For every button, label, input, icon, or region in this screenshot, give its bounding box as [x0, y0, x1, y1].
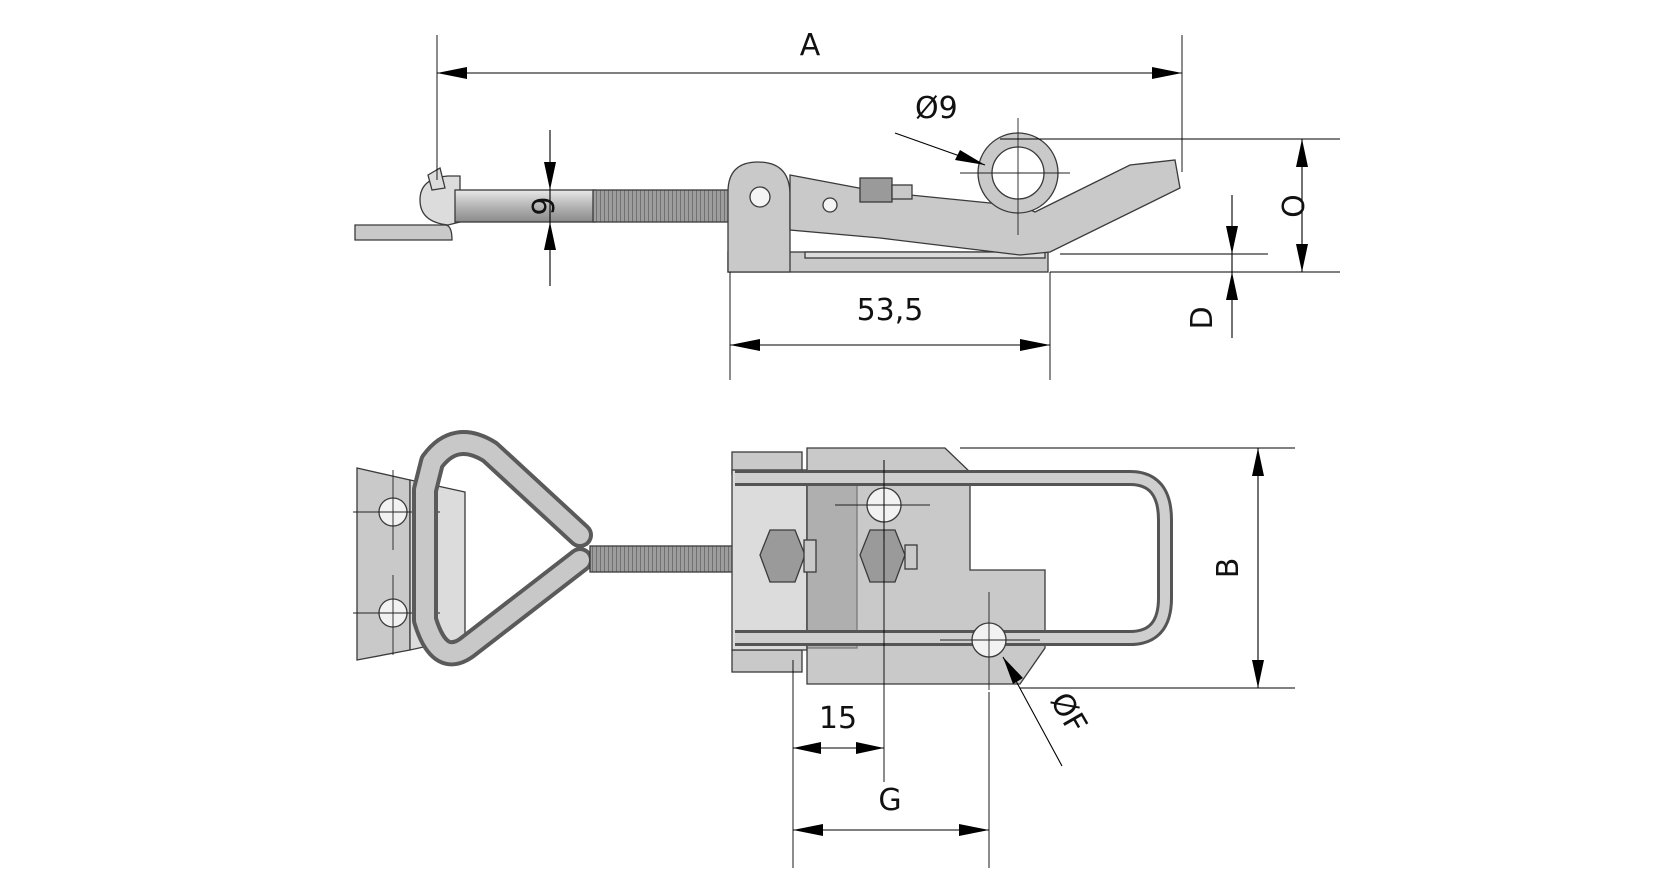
dim-label-d: D — [1185, 306, 1220, 329]
ear-bottom-left — [731, 649, 803, 673]
dim-label-a: A — [800, 28, 821, 63]
dim-label-o: O — [1274, 194, 1309, 218]
nut-2-washer — [904, 544, 918, 570]
dim-label-g: G — [878, 783, 901, 818]
nut-2 — [859, 529, 906, 583]
dim-label-15: 15 — [819, 701, 857, 736]
threaded-rod — [592, 189, 732, 223]
nut-side — [859, 177, 893, 203]
side-view — [354, 118, 1181, 273]
pivot-block — [727, 161, 791, 273]
hook-plate — [356, 467, 411, 661]
hook-tail — [354, 224, 453, 241]
base-plate-top — [804, 251, 1046, 259]
dim-label-6: 6 — [524, 196, 559, 215]
nut-side-2 — [891, 184, 913, 200]
dim-label-53-5: 53,5 — [857, 293, 924, 328]
side-dimensions: A Ø9 6 O D 53,5 — [436, 28, 1340, 380]
top-view — [353, 430, 1173, 690]
pivot-hole — [749, 186, 771, 208]
hook-curve — [419, 175, 461, 226]
hook-tip — [427, 167, 446, 191]
nut-1-washer — [803, 539, 817, 573]
threaded-rod-top — [589, 545, 741, 573]
dim-label-dia-f: ØF — [1043, 687, 1094, 740]
nut-1 — [759, 529, 806, 583]
dim-label-b: B — [1211, 558, 1246, 579]
lever-pin — [822, 197, 838, 213]
dim-label-dia9: Ø9 — [915, 91, 958, 126]
